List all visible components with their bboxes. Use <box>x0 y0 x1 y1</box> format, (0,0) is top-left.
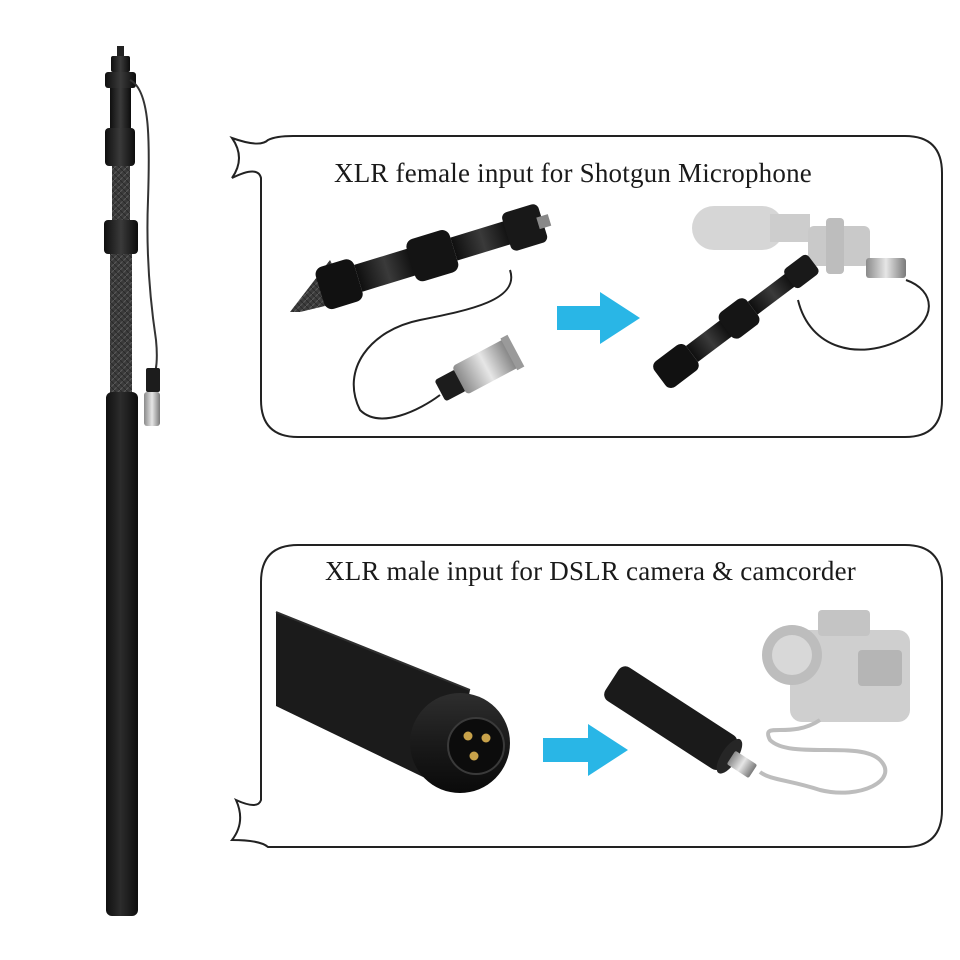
bottom-speech-bubble <box>229 544 943 848</box>
pole-to-camera-illustration <box>604 610 910 795</box>
bottom-panel-caption: XLR male input for DSLR camera & camcord… <box>325 556 856 586</box>
pole-top-closeup <box>290 204 552 420</box>
boom-pole <box>104 46 160 916</box>
foam-grip-closeup <box>275 611 510 793</box>
top-panel-caption: XLR female input for Shotgun Microphone <box>334 158 812 188</box>
mic-on-pole-illustration <box>653 206 930 388</box>
right-arrow-icon <box>543 724 628 776</box>
right-arrow-icon <box>557 292 640 344</box>
